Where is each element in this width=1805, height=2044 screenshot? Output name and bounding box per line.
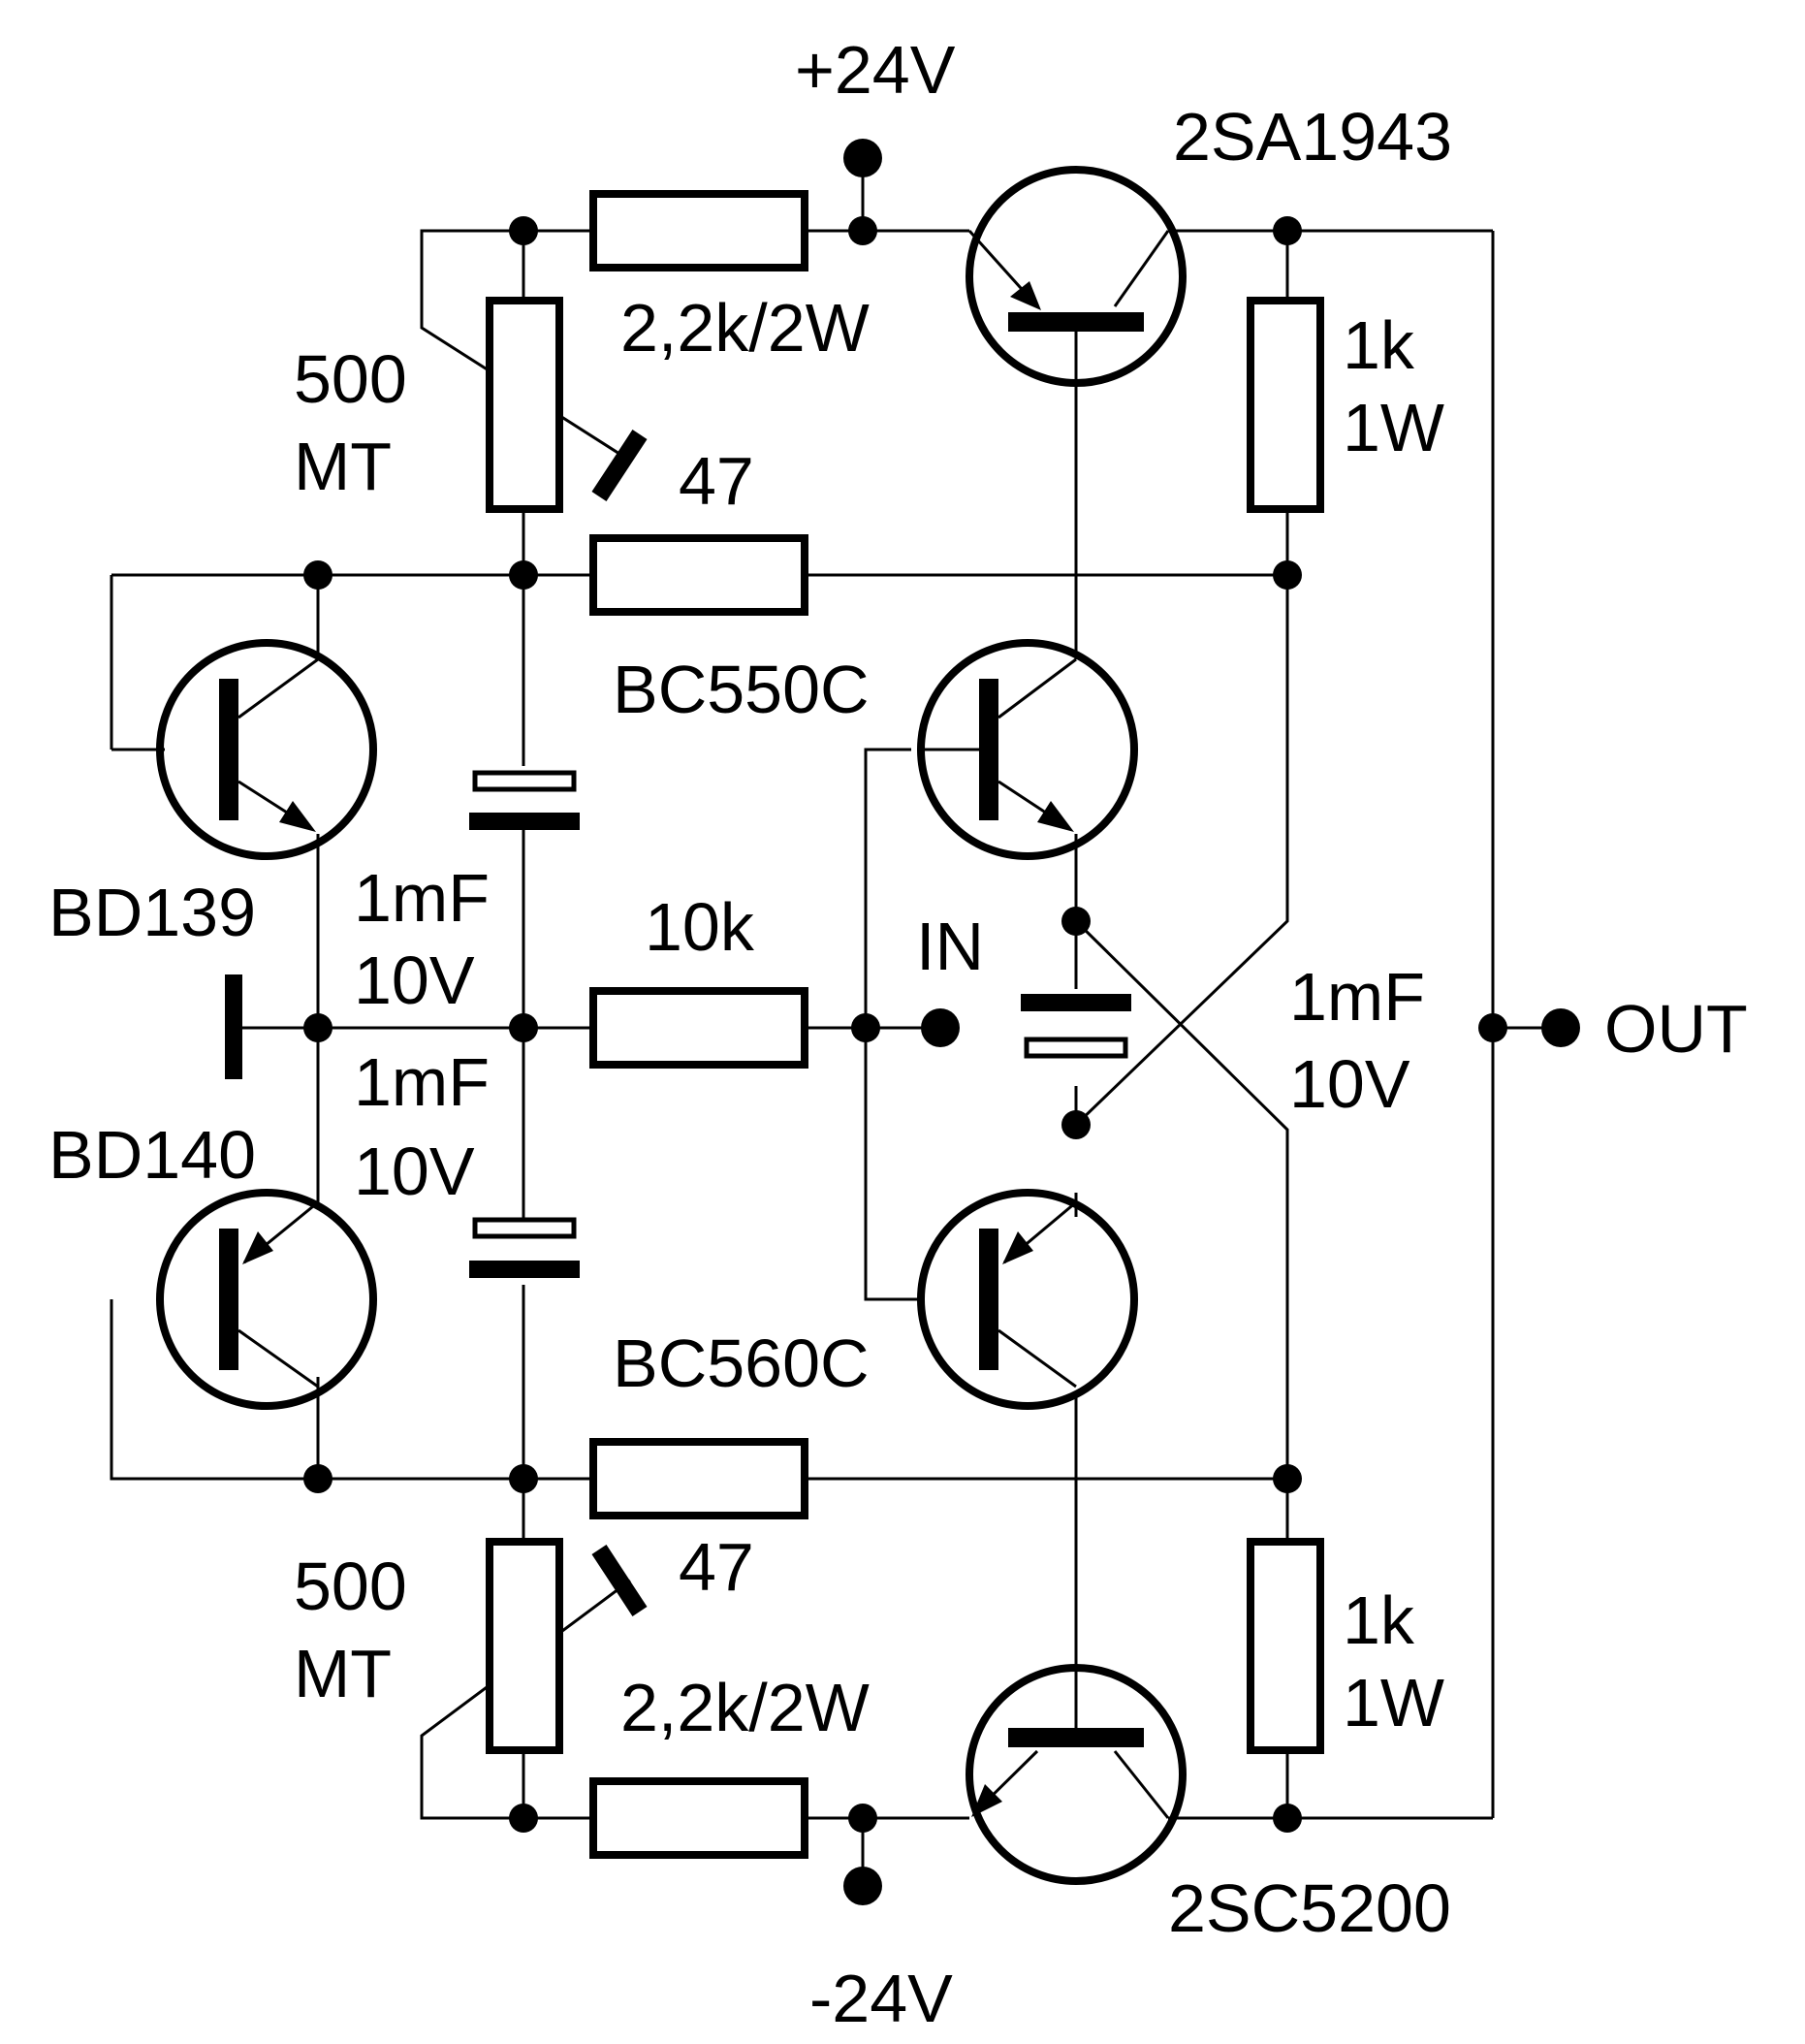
trimmer-lower	[486, 1538, 563, 1754]
label-resistor-upper-supply: 2,2k/2W	[620, 290, 870, 366]
terminals	[843, 139, 1580, 1905]
label-transistor-upper-driver: BC550C	[613, 652, 870, 727]
label-transistor-lower-bias: BD140	[48, 1117, 256, 1193]
resistors	[486, 190, 1324, 1859]
label-transistor-upper-bias: BD139	[48, 875, 256, 950]
trimmer-upper-wiper	[591, 430, 648, 501]
capacitor-lower-left-positive-plate	[472, 1217, 577, 1239]
resistor-upper-supply	[589, 190, 808, 271]
label-resistor-lower-supply: 2,2k/2W	[620, 1670, 870, 1745]
capacitor-middle-positive-plate	[1024, 1037, 1128, 1059]
label-trimmer-lower-type: MT	[294, 1636, 392, 1711]
label-resistor-lower-load-value: 1k	[1343, 1582, 1415, 1658]
label-capacitor-lower-voltage: 10V	[354, 1134, 475, 1209]
capacitor-lower-left-negative-plate	[469, 1261, 580, 1278]
transistor-2sa1943	[966, 166, 1187, 387]
capacitor-middle-negative-plate	[1021, 994, 1131, 1011]
label-resistor-upper-load-value: 1k	[1343, 307, 1415, 383]
transistor-bd140	[156, 1189, 377, 1410]
label-input: IN	[916, 909, 984, 984]
label-resistor-upper-load-power: 1W	[1343, 390, 1444, 465]
label-capacitor-middle-value: 1mF	[1289, 959, 1425, 1035]
resistor-input	[589, 987, 808, 1069]
trimmer-upper	[486, 297, 563, 513]
terminal-output	[1541, 1008, 1580, 1047]
resistor-lower-supply	[589, 1777, 808, 1859]
capacitors	[469, 770, 1131, 1278]
label-trimmer-upper-value: 500	[294, 341, 407, 417]
transistor-2sc5200	[966, 1664, 1187, 1885]
label-resistor-upper-feedback: 47	[679, 443, 754, 519]
transistor-bc550c	[917, 639, 1138, 860]
resistor-upper-load	[1247, 297, 1324, 513]
terminal-positive-supply	[843, 139, 882, 177]
label-capacitor-middle-voltage: 10V	[1289, 1046, 1410, 1122]
label-capacitor-upper-voltage: 10V	[354, 942, 475, 1018]
transistor-bd139	[156, 639, 377, 860]
trimmer-lower-wiper	[591, 1545, 648, 1616]
bias-spreader-bar	[225, 974, 242, 1079]
junction-dots	[303, 216, 1507, 1833]
label-transistor-lower-driver: BC560C	[613, 1325, 870, 1401]
label-transistor-upper-power: 2SA1943	[1173, 99, 1452, 175]
resistor-upper-feedback	[589, 534, 808, 616]
resistor-lower-feedback	[589, 1438, 808, 1519]
capacitor-upper-left-negative-plate	[469, 813, 580, 830]
resistor-lower-load	[1247, 1538, 1324, 1754]
label-trimmer-lower-value: 500	[294, 1549, 407, 1624]
transistor-bc560c	[917, 1189, 1138, 1410]
label-capacitor-upper-value: 1mF	[354, 860, 490, 936]
label-transistor-lower-power: 2SC5200	[1168, 1870, 1451, 1946]
terminal-negative-supply	[843, 1867, 882, 1905]
label-positive-supply: +24V	[795, 32, 956, 108]
capacitor-upper-left-positive-plate	[472, 770, 577, 792]
label-trimmer-upper-type: MT	[294, 429, 392, 504]
label-capacitor-lower-value: 1mF	[354, 1044, 490, 1120]
trimmer-wipers	[591, 430, 648, 1616]
label-output: OUT	[1604, 991, 1748, 1067]
label-resistor-input: 10k	[645, 889, 755, 965]
label-resistor-lower-load-power: 1W	[1343, 1665, 1444, 1741]
terminal-input	[921, 1008, 960, 1047]
label-resistor-lower-feedback: 47	[679, 1529, 754, 1605]
label-negative-supply: -24V	[809, 1961, 953, 2036]
